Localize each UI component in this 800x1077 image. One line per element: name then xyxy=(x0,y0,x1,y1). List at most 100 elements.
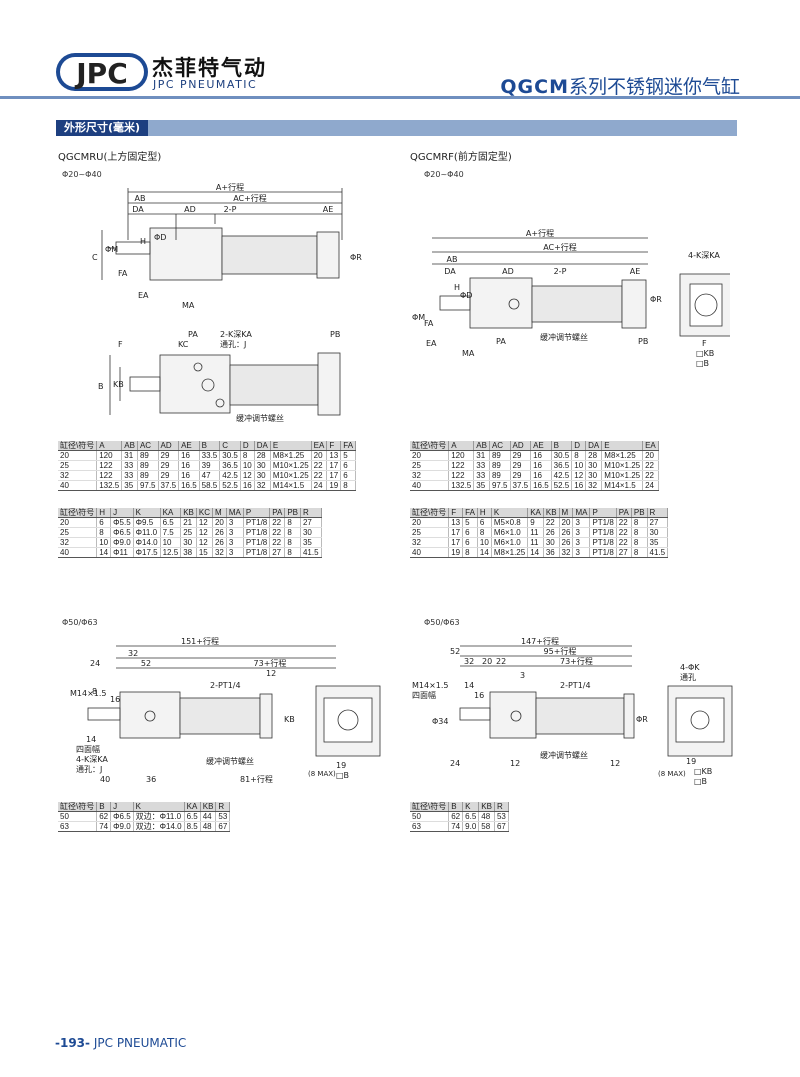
table-cell: 29 xyxy=(158,450,180,461)
table-header: PA xyxy=(269,508,286,518)
table-header: 缸径\符号 xyxy=(410,802,450,812)
table-cell: 16 xyxy=(178,470,200,481)
table-cell: 58 xyxy=(478,821,495,832)
table-header: C xyxy=(219,441,241,451)
table-header: KB xyxy=(543,508,560,518)
table-cell: PT1/8 xyxy=(589,547,617,558)
r-dim-52: 52 xyxy=(450,647,460,656)
table-cell: 19 xyxy=(448,547,464,558)
table-header: PA xyxy=(616,508,632,518)
table-cell: 32 xyxy=(58,537,98,548)
table-header: K xyxy=(491,508,529,518)
table-cell: 89 xyxy=(137,460,159,471)
dim-m: ΦM xyxy=(105,245,118,254)
table-cell: Φ9.0 xyxy=(110,821,134,832)
dim-2k: 2-K深KA xyxy=(220,330,252,339)
r-dim-14: 14 xyxy=(464,681,474,690)
table-cell: 15 xyxy=(196,547,213,558)
brand-name-en: JPC PNEUMATIC xyxy=(153,78,258,91)
table-cell: 62 xyxy=(96,811,112,822)
l-dim-52: 52 xyxy=(141,659,151,668)
table-cell: 6.5 xyxy=(462,811,480,822)
l-dim-14: 14 xyxy=(86,735,96,744)
dim-a: A+行程 xyxy=(216,182,244,192)
dim-r: ΦR xyxy=(350,253,362,262)
table-cell: 8 xyxy=(462,547,478,558)
table-cell: 89 xyxy=(489,470,511,481)
table-header: 缸径\符号 xyxy=(410,441,450,451)
table-header: K xyxy=(133,802,185,812)
page-number: -193- xyxy=(55,1036,91,1050)
table-cell: 11 xyxy=(527,537,544,548)
rf-dim-ma: MA xyxy=(462,349,475,358)
table-cell: 3 xyxy=(226,527,244,538)
rf-dim-ac: AC+行程 xyxy=(543,242,577,252)
table-cell: 26 xyxy=(212,537,227,548)
dim-d: ΦD xyxy=(154,233,166,242)
table-cell: Φ17.5 xyxy=(133,547,161,558)
table-header: A xyxy=(448,441,475,451)
table-cell: 37.5 xyxy=(510,480,532,491)
table-cell: 14 xyxy=(96,547,112,558)
table-cell: 30 xyxy=(585,470,603,481)
table-header: AD xyxy=(158,441,180,451)
table-cell: 40 xyxy=(58,480,98,491)
table-header: K xyxy=(462,802,480,812)
table-cell: 32 xyxy=(254,480,271,491)
table-cell: 122 xyxy=(448,460,475,471)
table-cell: 30 xyxy=(254,470,271,481)
table-cell: 8 xyxy=(240,450,255,461)
table-header: 缸径\符号 xyxy=(58,441,98,451)
table-cell: 22 xyxy=(616,527,632,538)
table-cell: M14×1.5 xyxy=(601,480,644,491)
table-header: D xyxy=(571,441,587,451)
table-cell: 3 xyxy=(226,517,244,528)
table-cell: 50 xyxy=(58,811,98,822)
r-dim-32: 32 xyxy=(464,657,474,666)
table-header: P xyxy=(589,508,617,518)
r-cushion: 缓冲调节螺丝 xyxy=(540,750,588,760)
table-cell: 12 xyxy=(240,470,255,481)
table-cell: 16 xyxy=(178,460,200,471)
table-cell: 26 xyxy=(543,527,560,538)
rf-dim-b: □B xyxy=(696,359,709,368)
table-header: A xyxy=(96,441,123,451)
table-cell: 16 xyxy=(571,480,587,491)
table-cell: PT1/8 xyxy=(243,537,271,548)
table-cell: 20 xyxy=(58,517,98,528)
drawing-ru-top: PA 2-K深KA KC 通孔：J PB F B KB 缓冲调节螺丝 xyxy=(98,330,341,423)
table-cell: 40 xyxy=(58,547,98,558)
rf-dim-ae: AE xyxy=(630,267,641,276)
table-header: P xyxy=(243,508,271,518)
table-cell: 17 xyxy=(448,527,464,538)
r-through: 通孔 xyxy=(680,672,696,682)
table-cell: 24 xyxy=(311,480,328,491)
table-cell: 74 xyxy=(96,821,112,832)
table-cell: Φ9.0 xyxy=(110,537,134,548)
table-cell: 38 xyxy=(180,547,197,558)
table-header: F xyxy=(326,441,342,451)
table-cell: Φ6.5 xyxy=(110,811,134,822)
l-through-j: 通孔：J xyxy=(76,764,102,774)
table-cell: Φ5.5 xyxy=(110,517,134,528)
left-model-title: QGCMRU(上方固定型) xyxy=(58,152,162,163)
logo-text: JPC xyxy=(74,57,128,90)
r-dim-b: □B xyxy=(694,777,707,786)
left-bore-large: Φ50/Φ63 xyxy=(62,618,98,627)
table-cell: 30 xyxy=(254,460,271,471)
table-cell: 6 xyxy=(340,460,357,471)
table-cell: 17 xyxy=(448,537,464,548)
table-cell: 22 xyxy=(642,470,659,481)
table-cell: 8.5 xyxy=(184,821,201,832)
r-dim-24: 24 xyxy=(450,759,460,768)
table-cell: 74 xyxy=(448,821,464,832)
table-cell: 132.5 xyxy=(96,480,123,491)
table-header: R xyxy=(215,802,231,812)
l-dim-12: 12 xyxy=(266,669,276,678)
table-cell: 20 xyxy=(212,517,227,528)
l-dim-16: 16 xyxy=(110,695,120,704)
